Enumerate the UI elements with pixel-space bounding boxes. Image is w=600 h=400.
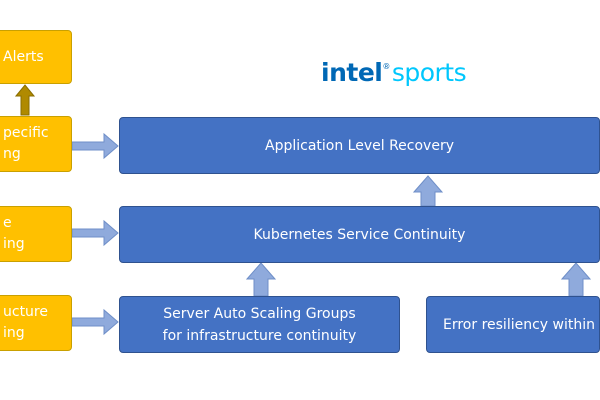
right-arrow-k8s <box>71 219 119 247</box>
server-auto-scaling-box: Server Auto Scaling Groups for infrastru… <box>119 296 400 353</box>
up-arrow-to-k8s-right <box>560 262 592 297</box>
up-arrow-to-k8s-left <box>245 262 277 297</box>
up-arrow-to-app-recovery <box>412 175 444 207</box>
k8s-continuity-label: Kubernetes Service Continuity <box>253 226 466 243</box>
error-resiliency-label: Error resiliency within <box>443 316 595 333</box>
auto-scaling-line1: Server Auto Scaling Groups <box>163 305 356 322</box>
logo-registered-mark: ® <box>382 62 390 71</box>
app-specific-monitoring-box: pecific ng <box>0 116 72 172</box>
application-level-recovery-box: Application Level Recovery <box>119 117 600 174</box>
auto-scaling-line2: for infrastructure continuity <box>162 327 357 344</box>
right-arrow-infra <box>71 308 119 336</box>
intel-sports-logo: intel ® sports <box>321 58 467 96</box>
up-arrow-alerts <box>14 84 36 116</box>
logo-product: sports <box>391 58 467 87</box>
infrastructure-line1: ucture <box>3 304 48 320</box>
app-specific-line1: pecific <box>3 125 49 141</box>
alerts-box: Alerts <box>0 30 72 84</box>
service-monitoring-box: e ing <box>0 206 72 262</box>
kubernetes-service-continuity-box: Kubernetes Service Continuity <box>119 206 600 263</box>
infrastructure-line2: ing <box>3 325 25 341</box>
error-resiliency-box: Error resiliency within <box>426 296 600 353</box>
app-recovery-label: Application Level Recovery <box>265 137 454 154</box>
service-line1: e <box>3 215 12 231</box>
right-arrow-app <box>71 132 119 160</box>
service-line2: ing <box>3 236 25 252</box>
infrastructure-monitoring-box: ucture ing <box>0 295 72 351</box>
logo-brand: intel <box>321 58 383 87</box>
alerts-label: Alerts <box>3 48 44 65</box>
app-specific-line2: ng <box>3 146 21 162</box>
